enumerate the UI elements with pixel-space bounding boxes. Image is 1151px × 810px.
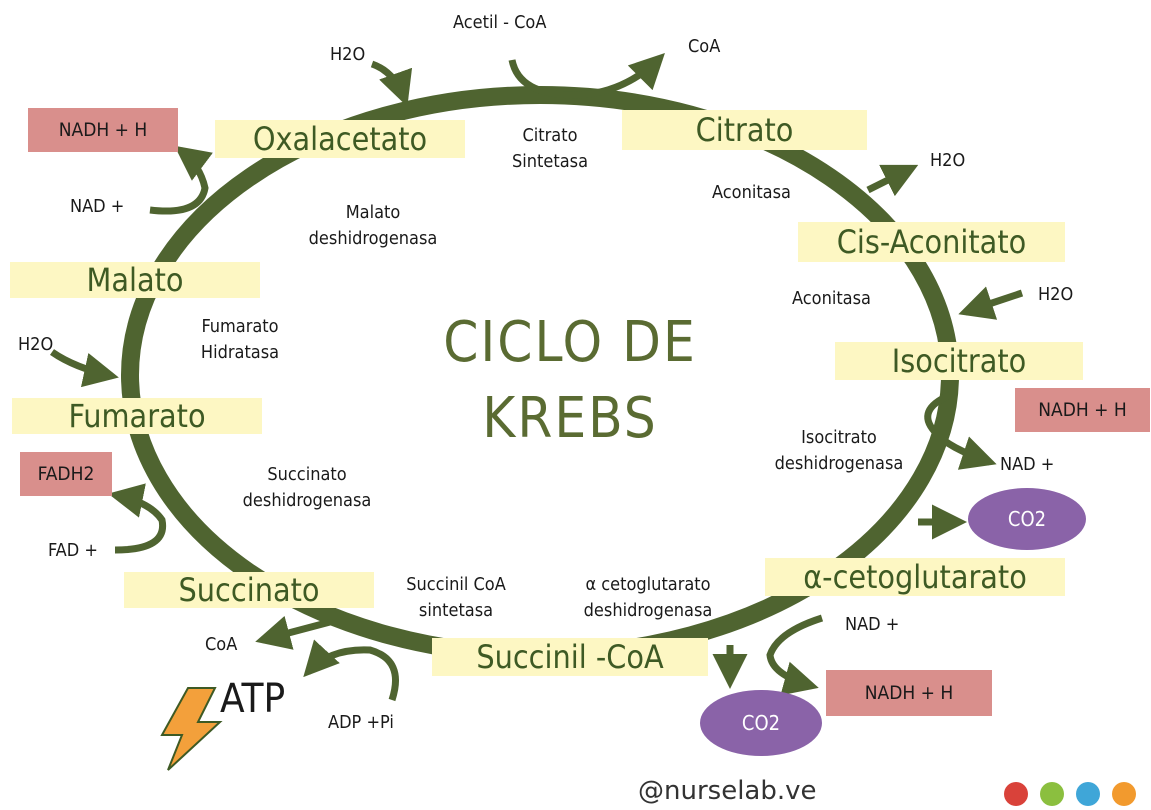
metabolite-malato: Malato <box>10 262 260 298</box>
h2o-out-arrow <box>866 164 919 197</box>
footer-handle: @nurselab.ve <box>638 776 817 806</box>
enzyme-succinil-line-1: Succinil CoA <box>406 574 506 595</box>
nadh-box-top-left: NADH + H <box>28 108 178 152</box>
enzyme-succinato-line-2: deshidrogenasa <box>242 490 372 512</box>
enzyme-fumarato-line-2: Hidratasa <box>200 342 280 364</box>
metabolite-isocitrato: Isocitrato <box>835 342 1083 380</box>
enzyme-alfa-line-1: α cetoglutarato <box>585 574 711 595</box>
page-title: CICLO DE KREBS <box>420 305 720 456</box>
enzyme-alfa-line-2: deshidrogenasa <box>583 600 713 622</box>
nad-left-arrow <box>149 145 213 215</box>
title-line-2: KREBS <box>482 385 658 451</box>
enzyme-alfa-cetoglutarato-deshidrogenasa: α cetoglutarato deshidrogenasa <box>562 572 734 624</box>
label-h2o-right-2: H2O <box>1038 284 1074 305</box>
label-adp-pi: ADP +Pi <box>328 712 394 733</box>
enzyme-malato-deshidrogenasa: Malato deshidrogenasa <box>297 200 449 252</box>
enzyme-malato-line-2: deshidrogenasa <box>308 228 438 250</box>
enzyme-isocitrato-line-2: deshidrogenasa <box>774 453 904 475</box>
label-atp: ATP <box>220 676 286 722</box>
enzyme-aconitasa-2: Aconitasa <box>792 288 871 309</box>
enzyme-citrato-sintetasa-line-2: Sintetasa <box>512 151 588 173</box>
fadh2-box: FADH2 <box>20 452 112 496</box>
label-fad: FAD + <box>48 540 98 561</box>
fad-arrow <box>108 483 167 554</box>
nad-bottom-arrow <box>766 614 824 696</box>
label-nad-left: NAD + <box>70 196 125 217</box>
enzyme-isocitrato-line-1: Isocitrato <box>801 427 877 448</box>
acetyl-coa-arrow <box>508 53 665 99</box>
label-h2o-top: H2O <box>330 44 366 65</box>
metabolite-oxalacetato: Oxalacetato <box>215 120 465 158</box>
co2-bottom: CO2 <box>700 690 822 756</box>
metabolite-succinil-coa: Succinil -CoA <box>432 638 708 676</box>
label-nad-bottom: NAD + <box>845 614 900 635</box>
enzyme-malato-line-1: Malato <box>345 202 401 223</box>
enzyme-aconitasa-1: Aconitasa <box>712 182 791 203</box>
adp-loop <box>303 639 399 702</box>
enzyme-succinil-coa-sintetasa: Succinil CoA sintetasa <box>392 572 520 624</box>
enzyme-isocitrato-deshidrogenasa: Isocitrato deshidrogenasa <box>760 425 918 477</box>
metabolite-cis-aconitato: Cis-Aconitato <box>798 222 1065 262</box>
lightning-bolt-icon <box>160 687 223 771</box>
enzyme-succinato-deshidrogenasa: Succinato deshidrogenasa <box>232 462 382 514</box>
co2-right: CO2 <box>968 488 1086 550</box>
footer-dot-blue <box>1076 782 1100 806</box>
label-h2o-right-1: H2O <box>930 150 966 171</box>
label-coa-bottom: CoA <box>205 634 238 655</box>
label-h2o-left: H2O <box>18 334 54 355</box>
footer-dot-green <box>1040 782 1064 806</box>
enzyme-citrato-sintetasa-line-1: Citrato <box>522 125 578 146</box>
label-coa-top: CoA <box>688 36 721 57</box>
h2o-in-arrow <box>958 286 1024 320</box>
enzyme-fumarato-line-1: Fumarato <box>201 316 279 337</box>
coa-bottom-arrow <box>255 615 331 650</box>
metabolite-fumarato: Fumarato <box>12 398 262 434</box>
label-acetil-coa: Acetil - CoA <box>453 12 547 33</box>
footer-dot-red <box>1004 782 1028 806</box>
enzyme-succinato-line-1: Succinato <box>267 464 347 485</box>
enzyme-citrato-sintetasa: Citrato Sintetasa <box>500 123 600 175</box>
nadh-box-bottom: NADH + H <box>826 670 992 716</box>
metabolite-succinato: Succinato <box>124 572 374 608</box>
h2o-top-arrow <box>370 60 413 107</box>
h2o-left-arrow <box>50 349 119 388</box>
metabolite-citrato: Citrato <box>622 110 867 150</box>
nad-loop-right <box>924 391 997 470</box>
enzyme-fumarato-hidratasa: Fumarato Hidratasa <box>190 314 290 366</box>
nadh-box-right: NADH + H <box>1015 388 1150 432</box>
metabolite-alfa-cetoglutarato: α-cetoglutarato <box>765 558 1065 596</box>
title-line-1: CICLO DE <box>443 310 697 375</box>
enzyme-succinil-line-2: sintetasa <box>418 600 494 622</box>
footer-dot-orange <box>1112 782 1136 806</box>
label-nad-right: NAD + <box>1000 454 1055 475</box>
